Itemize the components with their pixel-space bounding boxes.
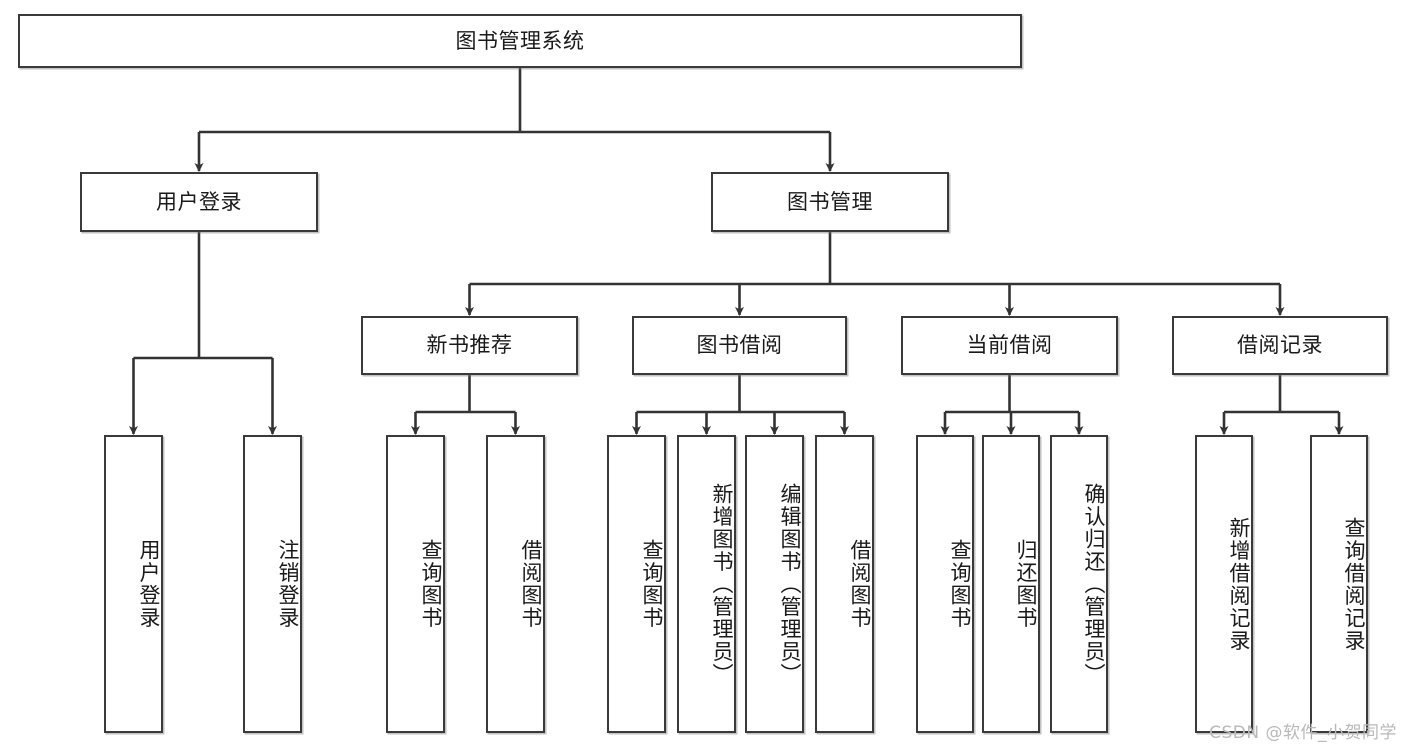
node-label: 图书管理系统 <box>455 28 585 53</box>
node-l10[interactable]: 归还图书 <box>982 435 1040 733</box>
node-l13[interactable]: 查询借阅记录 <box>1310 435 1368 733</box>
csdn-watermark: CSDN @软件_小贺同学 <box>1209 723 1397 743</box>
node-label: 用户登录 <box>137 539 161 629</box>
node-l2[interactable]: 注销登录 <box>243 435 302 733</box>
node-label: 借阅记录 <box>1237 333 1323 358</box>
node-label: 查询图书 <box>640 539 664 629</box>
node-label: 借阅图书 <box>519 539 543 629</box>
node-label: 借阅图书 <box>848 539 872 629</box>
node-label: 查询借阅记录 <box>1342 516 1366 652</box>
node-label: 查询图书 <box>948 539 972 629</box>
node-label: 图书借阅 <box>696 333 783 358</box>
node-label: 用户登录 <box>156 189 242 214</box>
node-l11[interactable]: 确认归还（管理员） <box>1050 435 1108 733</box>
node-record[interactable]: 借阅记录 <box>1172 316 1388 375</box>
node-l12[interactable]: 新增借阅记录 <box>1195 435 1253 733</box>
node-label: 新增借阅记录 <box>1227 516 1251 652</box>
node-root[interactable]: 图书管理系统 <box>18 14 1022 68</box>
node-label: 注销登录 <box>276 539 300 629</box>
node-newbook[interactable]: 新书推荐 <box>361 316 578 375</box>
node-l9[interactable]: 查询图书 <box>916 435 974 733</box>
node-label: 确认归还（管理员） <box>1082 482 1106 686</box>
node-l6[interactable]: 新增图书（管理员） <box>677 435 736 733</box>
node-label: 查询图书 <box>419 539 443 629</box>
node-login[interactable]: 用户登录 <box>80 172 318 232</box>
node-l1[interactable]: 用户登录 <box>104 435 163 733</box>
node-l8[interactable]: 借阅图书 <box>815 435 874 733</box>
node-label: 编辑图书（管理员） <box>778 482 802 686</box>
node-label: 新增图书（管理员） <box>710 482 734 686</box>
node-label: 新书推荐 <box>426 333 513 358</box>
node-current[interactable]: 当前借阅 <box>901 316 1118 375</box>
node-label: 图书管理 <box>787 189 873 214</box>
node-l3[interactable]: 查询图书 <box>386 435 445 733</box>
node-l5[interactable]: 查询图书 <box>607 435 666 733</box>
node-label: 当前借阅 <box>966 333 1053 358</box>
node-bookmgmt[interactable]: 图书管理 <box>711 172 949 232</box>
node-l4[interactable]: 借阅图书 <box>486 435 545 733</box>
node-borrow[interactable]: 图书借阅 <box>632 316 847 375</box>
node-label: 归还图书 <box>1014 539 1038 629</box>
node-l7[interactable]: 编辑图书（管理员） <box>745 435 804 733</box>
